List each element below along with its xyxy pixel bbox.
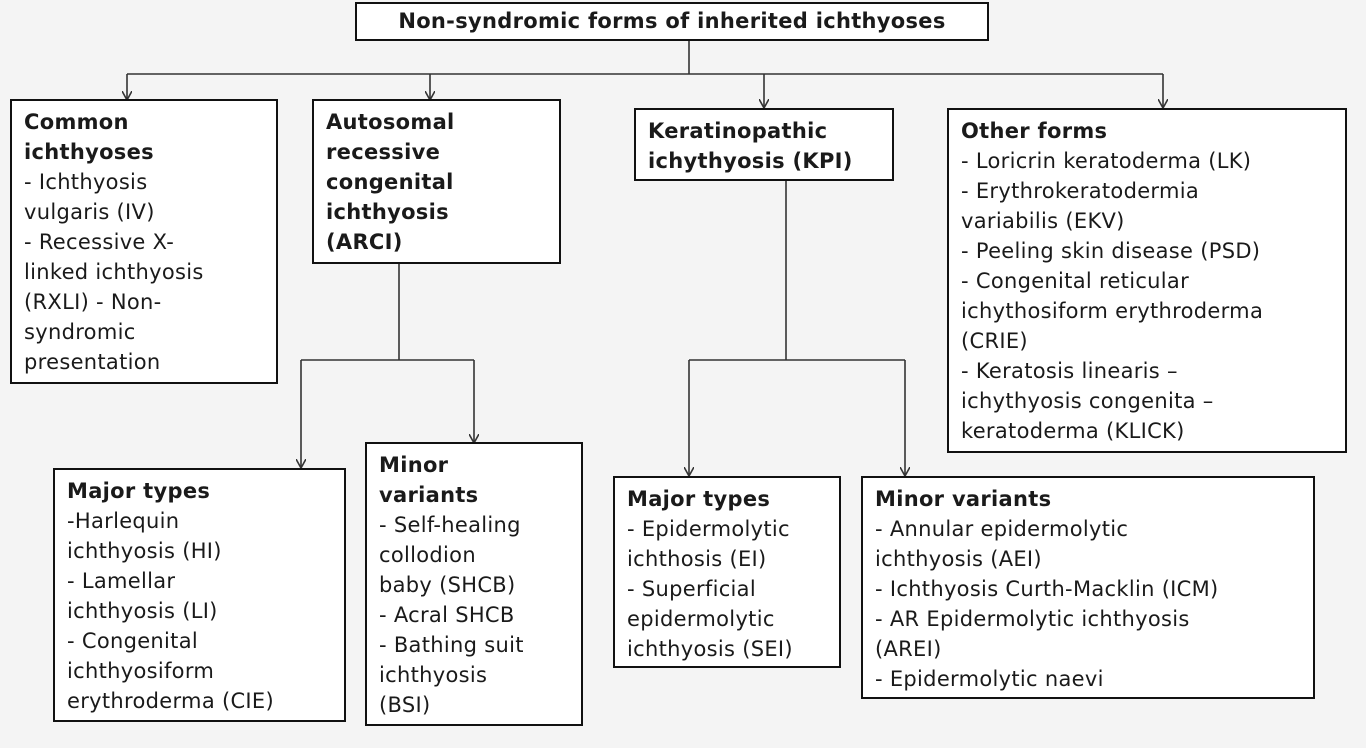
node-title: Major types	[627, 487, 771, 511]
node-kpi-minor-variants: Minor variants - Annular epidermolytic i…	[861, 476, 1315, 699]
node-arci: Autosomal recessive congenital ichthyosi…	[312, 99, 561, 264]
node-kpi-major-types: Major types - Epidermolytic ichthosis (E…	[613, 476, 841, 668]
node-title: Minor variants	[379, 453, 479, 507]
node-kpi: Keratinopathic ichythyosis (KPI)	[634, 108, 894, 181]
node-title: Keratinopathic ichythyosis (KPI)	[648, 119, 853, 173]
node-items: - Loricrin keratoderma (LK) - Erythroker…	[961, 149, 1264, 443]
node-items: - Annular epidermolytic ichthyosis (AEI)…	[875, 517, 1219, 691]
node-items: - Ichthyosis vulgaris (IV) - Recessive X…	[24, 170, 204, 374]
node-arci-minor-variants: Minor variants - Self-healing collodion …	[365, 442, 583, 726]
root-node: Non-syndromic forms of inherited ichthyo…	[355, 2, 989, 41]
node-items: - Self-healing collodion baby (SHCB) - A…	[379, 513, 524, 717]
node-title: Major types	[67, 479, 211, 503]
node-title: Autosomal recessive congenital ichthyosi…	[326, 110, 455, 254]
node-items: - Epidermolytic ichthosis (EI) - Superfi…	[627, 517, 793, 661]
node-title: Other forms	[961, 119, 1108, 143]
node-title: Common ichthyoses	[24, 110, 154, 164]
node-title: Minor variants	[875, 487, 1052, 511]
node-other-forms: Other forms - Loricrin keratoderma (LK) …	[947, 108, 1347, 453]
root-title: Non-syndromic forms of inherited ichthyo…	[398, 9, 946, 33]
node-arci-major-types: Major types -Harlequin ichthyosis (HI) -…	[53, 468, 346, 722]
node-items: -Harlequin ichthyosis (HI) - Lamellar ic…	[67, 509, 274, 713]
node-common-ichthyoses: Common ichthyoses - Ichthyosis vulgaris …	[10, 99, 278, 384]
